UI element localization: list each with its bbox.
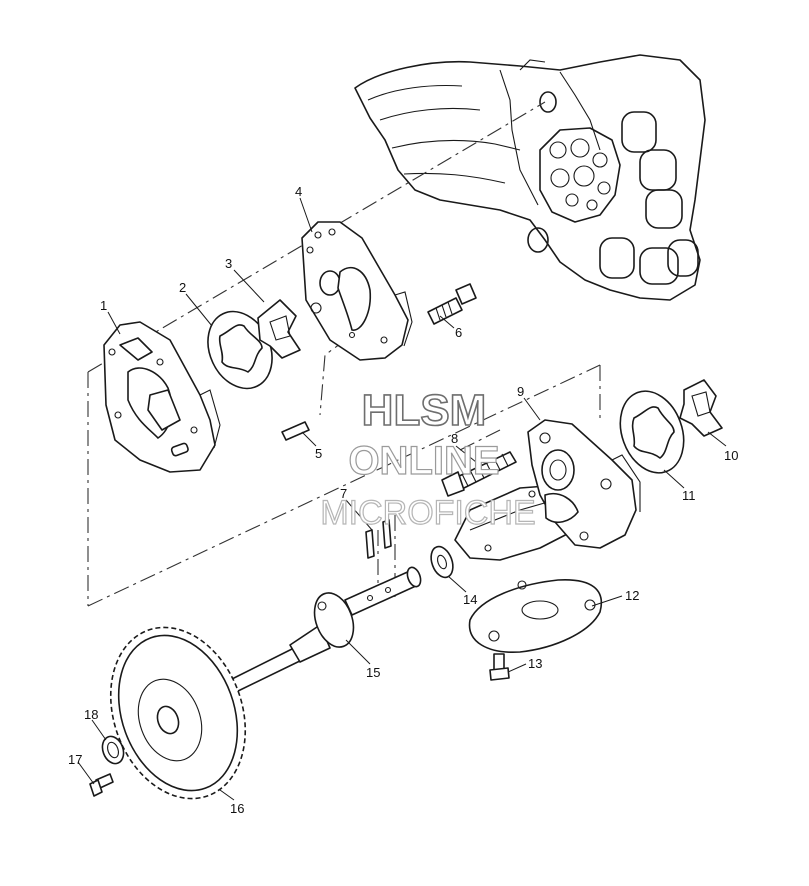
part-3-inner-rotor (257, 299, 301, 359)
part-10-inner-rotor (679, 379, 723, 437)
part-15-pump-shaft (229, 566, 422, 693)
callout-2: 2 (179, 280, 186, 295)
leader-lines (77, 197, 727, 801)
callout-13: 13 (528, 656, 542, 671)
callout-16: 16 (230, 801, 244, 816)
callout-4: 4 (295, 184, 302, 199)
callout-6: 6 (455, 325, 462, 340)
crankcase-housing (354, 54, 706, 301)
callout-5: 5 (315, 446, 322, 461)
part-6-bolt (427, 283, 477, 325)
part-4-cover-plate (301, 221, 413, 361)
part-9-pump-housing (454, 419, 641, 561)
callout-18: 18 (84, 707, 98, 722)
callout-17: 17 (68, 752, 82, 767)
part-18-washer (101, 735, 125, 765)
part-7-pins (365, 519, 392, 559)
callout-9: 9 (517, 384, 524, 399)
callout-12: 12 (625, 588, 639, 603)
part-8-long-bolt (441, 451, 517, 497)
part-14-washer (430, 545, 454, 579)
watermark: HLSM ONLINE MICROFICHE (320, 385, 537, 532)
callout-14: 14 (463, 592, 477, 607)
callout-15: 15 (366, 665, 380, 680)
part-11-outer-rotor (619, 390, 685, 474)
part-13-screw (489, 653, 510, 681)
callout-numbers: 1 2 3 4 5 6 7 8 9 10 11 12 13 14 15 16 1… (68, 184, 738, 816)
watermark-line-1: HLSM (362, 386, 487, 435)
part-1-pump-body (103, 321, 221, 473)
part-5-dowel-pin (281, 421, 310, 441)
watermark-line-2: ONLINE (348, 439, 499, 483)
callout-11: 11 (682, 488, 696, 503)
watermark-line-3: MICROFICHE (320, 494, 535, 532)
callout-7: 7 (340, 486, 347, 501)
part-2-outer-rotor (207, 310, 273, 390)
callout-1: 1 (100, 298, 107, 313)
part-12-gasket (468, 579, 603, 653)
part-17-bolt (89, 773, 114, 797)
callout-3: 3 (225, 256, 232, 271)
part-16-drive-gear (109, 626, 247, 800)
callout-8: 8 (451, 431, 458, 446)
callout-10: 10 (724, 448, 738, 463)
